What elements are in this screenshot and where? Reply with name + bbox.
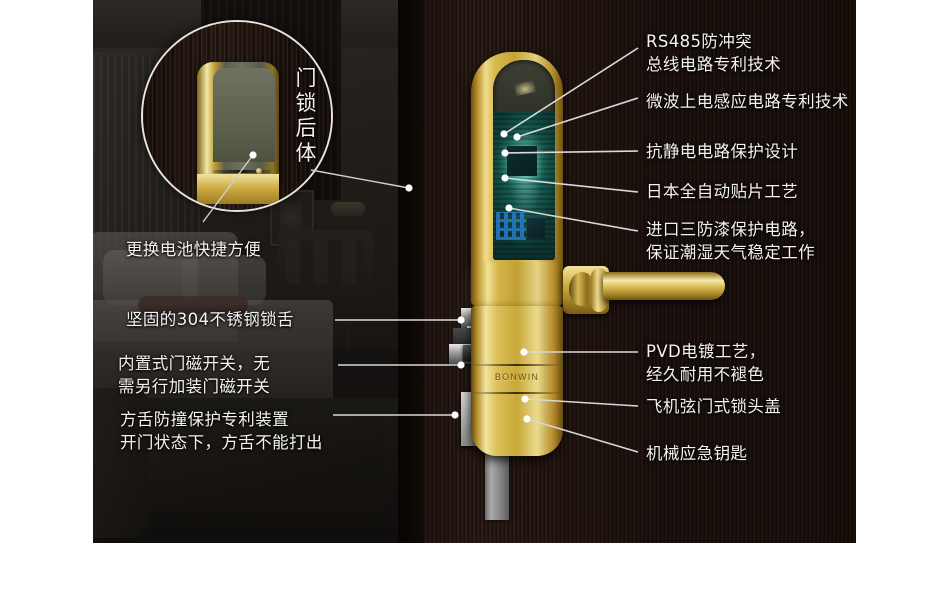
- label-anti-crash-device: 方舌防撞保护专利装置 开门状态下，方舌不能打出: [120, 410, 323, 452]
- lock-seam-upper: [474, 364, 560, 366]
- lock-mid-band: [471, 262, 563, 306]
- label-conformal-coating: 进口三防漆保护电路， 保证潮湿天气稳定工作: [646, 220, 815, 262]
- microwave-sensor-icon: [513, 80, 537, 96]
- door-handle-lever: [603, 272, 725, 300]
- label-door-magnet-switch: 内置式门磁开关，无 需另行加装门磁开关: [118, 354, 271, 396]
- circuit-board: [493, 112, 555, 260]
- label-battery-replacement: 更换电池快捷方便: [126, 240, 262, 259]
- label-rs485-bus: RS485防冲突 总线电路专利技术: [646, 32, 782, 74]
- handle-hub-inner: [569, 272, 595, 306]
- lock-rear-body-magnifier: 门锁后体: [141, 20, 333, 212]
- lock-transparent-window: [493, 60, 555, 260]
- door-shadow-column: [398, 0, 424, 543]
- pcb-main-chip: [507, 146, 537, 176]
- lock-seam-lower: [474, 392, 560, 394]
- lock-rear-body: [197, 62, 279, 180]
- brand-logo: BONWIN: [494, 372, 540, 382]
- label-stainless-deadbolt: 坚固的304不锈钢锁舌: [126, 310, 294, 329]
- label-pvd-plating: PVD电镀工艺， 经久耐用不褪色: [646, 342, 766, 384]
- pcb-pads: [496, 212, 526, 240]
- label-esd-protection: 抗静电电路保护设计: [646, 142, 799, 161]
- label-lock-head-cap: 飞机弦门式锁头盖: [646, 397, 782, 416]
- battery-cover: [197, 174, 279, 204]
- battery-lid-seam: [213, 170, 271, 173]
- label-microwave-sensing: 微波上电感应电路专利技术: [646, 92, 849, 111]
- battery-lid-screw: [256, 168, 262, 174]
- product-photo: BONWIN: [93, 0, 856, 543]
- magnifier-vertical-label: 门锁后体: [295, 66, 317, 165]
- pcb-secondary-chip: [527, 218, 545, 238]
- label-mechanical-key: 机械应急钥匙: [646, 444, 748, 463]
- label-japan-smt: 日本全自动贴片工艺: [646, 182, 799, 201]
